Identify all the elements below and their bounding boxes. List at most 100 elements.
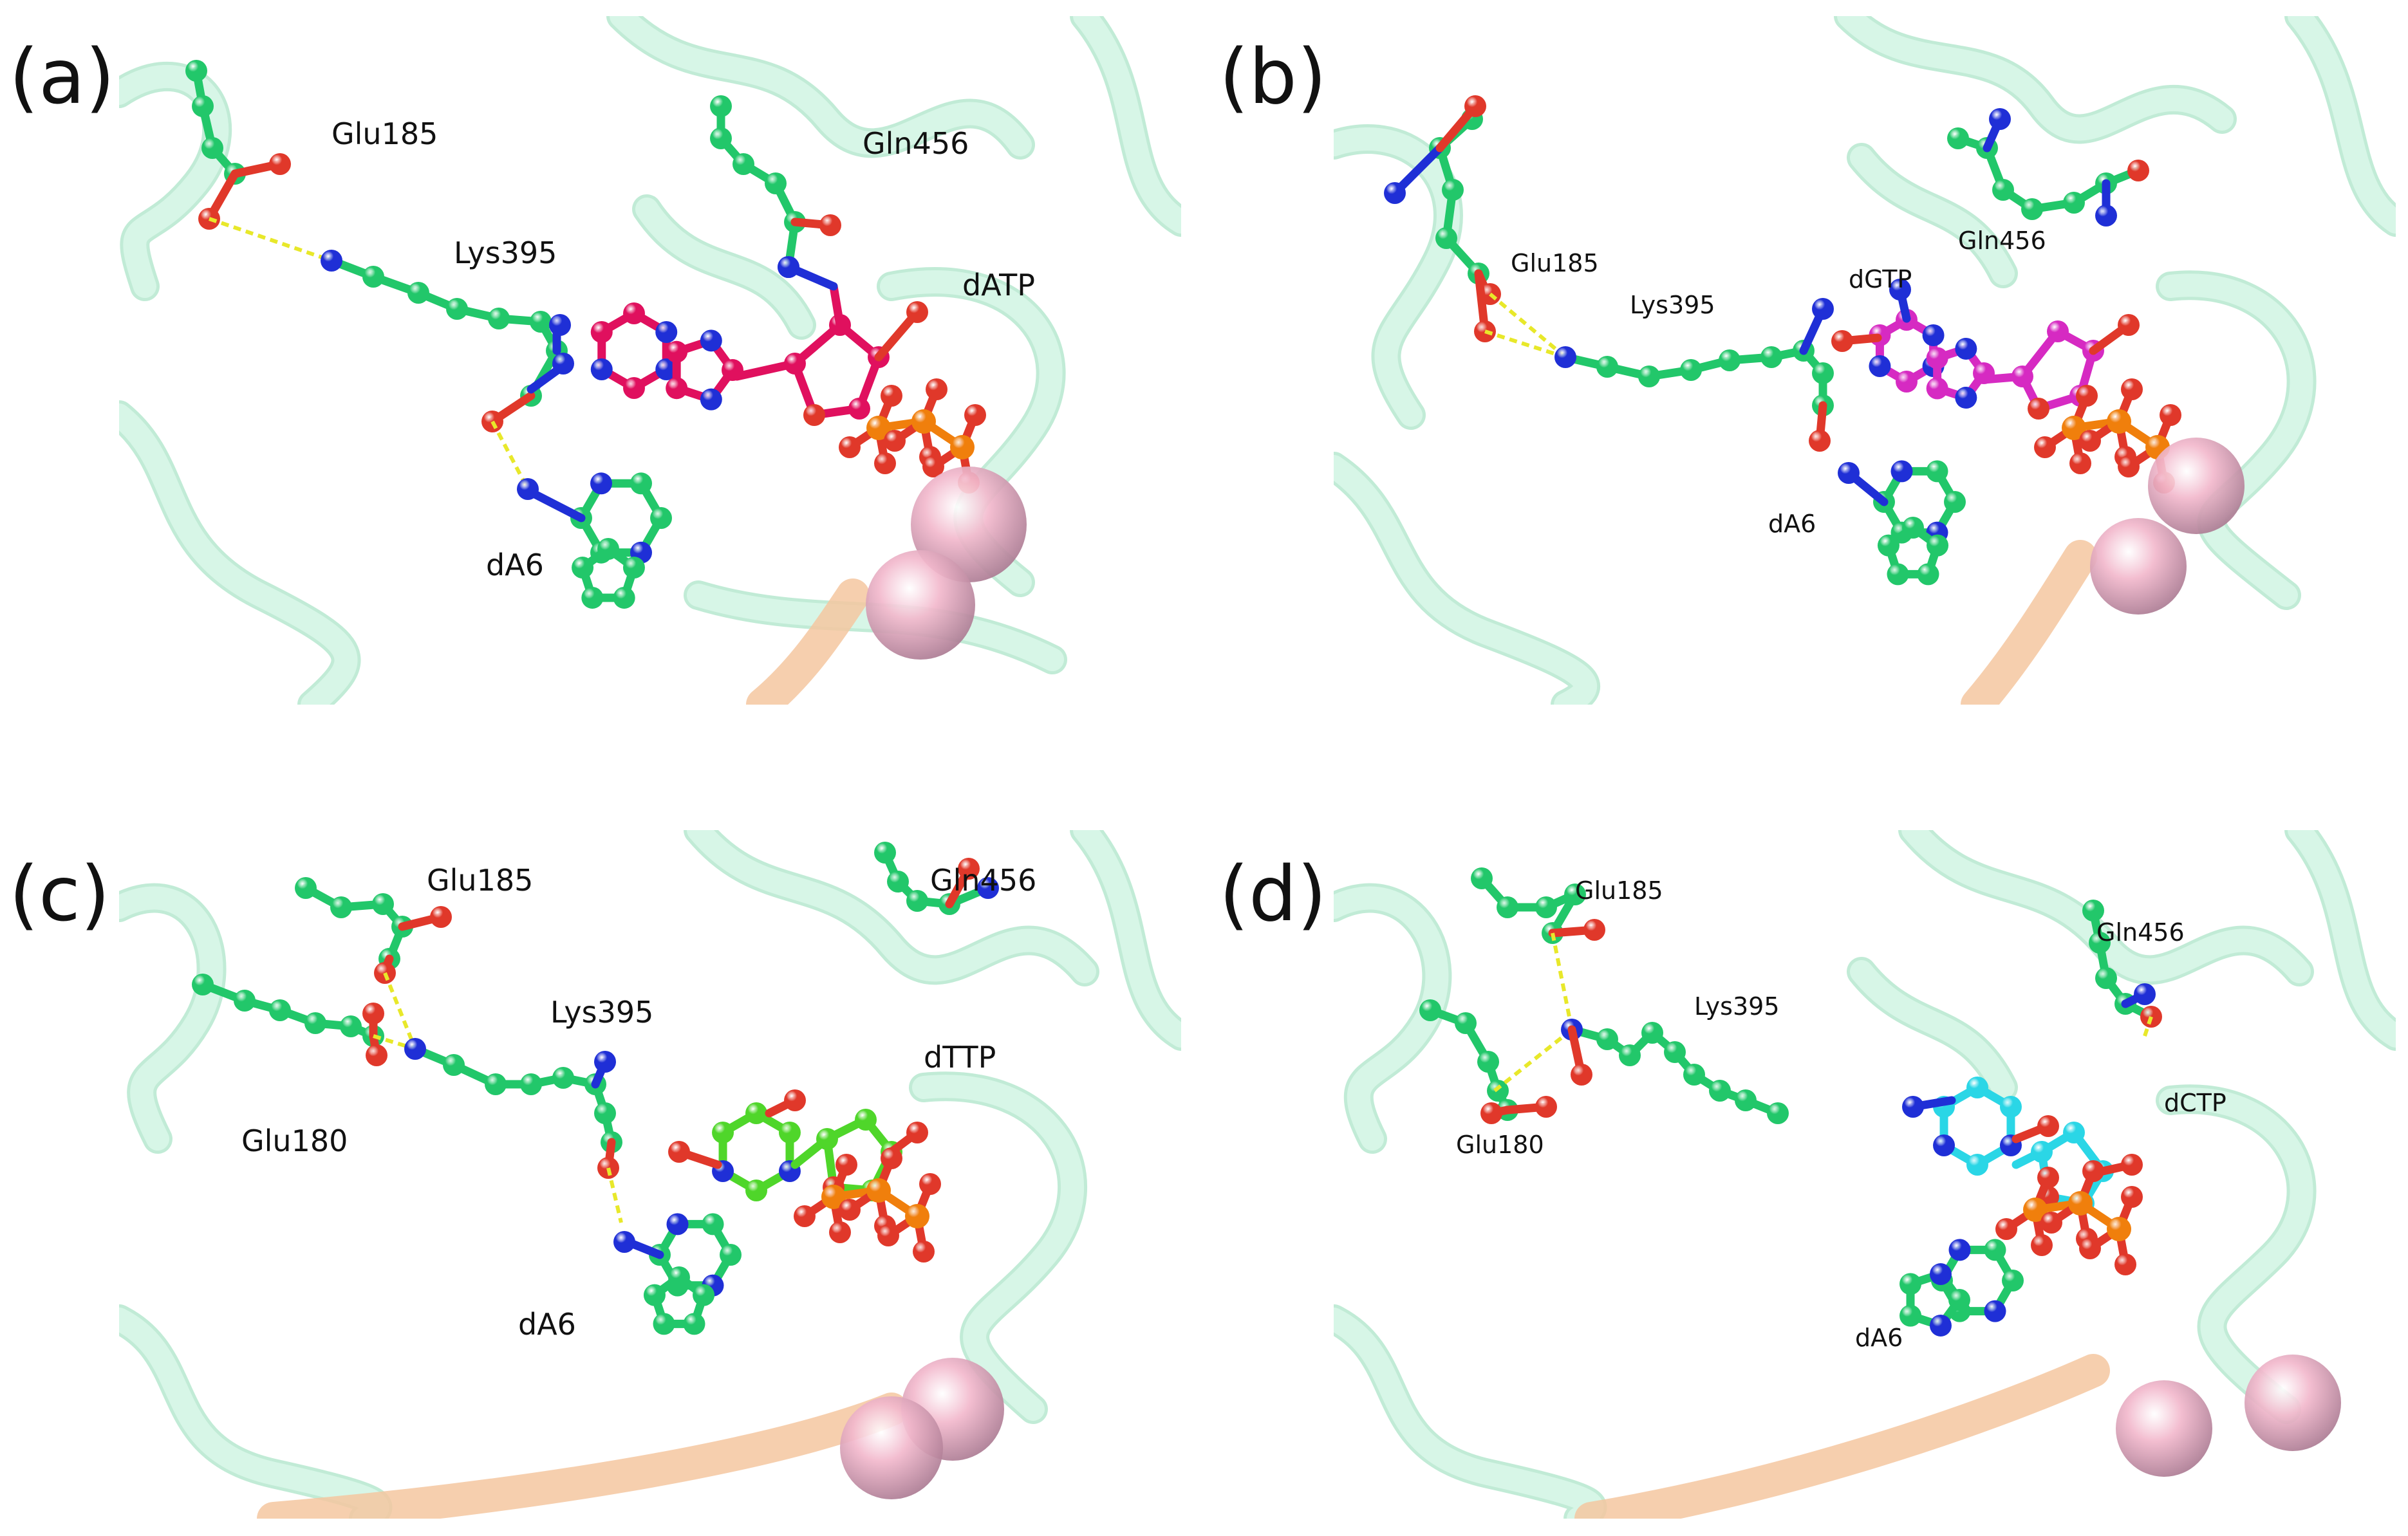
atom [1917,563,1939,586]
metal-ion-sphere [2090,518,2187,615]
panel-d-structure [1334,830,2396,1519]
atom [2134,983,2156,1005]
atom [1902,517,1924,539]
atom [839,1199,861,1221]
label-lys395: Lys395 [1694,992,1780,1021]
atom [906,1122,928,1143]
atom [2063,1122,2085,1143]
label-da6: dA6 [518,1307,576,1342]
atom [1899,1273,1922,1295]
atom [702,1213,724,1235]
atom [549,314,571,336]
atom [2023,1198,2048,1222]
atom [794,1205,816,1227]
atom [683,1313,705,1335]
dna-backbone [257,1393,908,1519]
atom [1812,298,1834,320]
atom [977,877,999,899]
atom [1902,1096,1924,1118]
atom [2069,452,2091,474]
hydrogen-bond [373,1034,416,1051]
atom [552,353,574,375]
atom [443,1054,465,1076]
atom [1966,1077,1988,1098]
atom [1619,1044,1641,1066]
atom [1889,279,1911,301]
atom [1948,1289,1970,1311]
atom [1926,377,1948,400]
atom [2076,385,2098,407]
atom [2121,378,2143,400]
atom [1899,1304,1922,1327]
atom [1966,1154,1988,1176]
atom [784,353,806,375]
atom [1554,346,1576,368]
atom [668,1141,690,1163]
atom [650,507,672,529]
atom [1477,1051,1499,1073]
atom [1497,896,1518,918]
atom [1877,534,1899,557]
label-glu185: Glu185 [1575,876,1663,905]
atom [2107,1217,2131,1241]
atom [1583,919,1605,941]
panel-b-letter: (b) [1219,32,1327,121]
hydrogen-bond [606,1167,623,1223]
atom [623,302,645,324]
atom [666,377,688,400]
atom [720,1244,742,1266]
label-nucleotide: dGTP [1849,265,1912,293]
atom [517,478,539,500]
atom [2031,1141,2053,1163]
atom [700,388,722,411]
atom [1989,108,2011,130]
atom [874,452,896,474]
atom [2068,1191,2093,1216]
atom [906,301,928,323]
atom [829,1221,851,1243]
hydrogen-bond [209,217,332,263]
atom [590,358,613,380]
label-gln456: Gln456 [2096,918,2185,947]
atom [185,60,207,82]
panel-c-atoms [192,842,999,1335]
metal-ion-sphere [2245,1355,2341,1451]
atom [622,557,645,579]
atom [1809,430,1831,452]
atom [1926,347,1948,369]
atom [1638,365,1660,387]
atom [1947,127,1969,149]
hydrogen-bond [2143,1016,2153,1037]
atom [340,1015,362,1037]
atom [1890,460,1913,483]
label-lys395: Lys395 [550,995,654,1030]
atom [2047,320,2069,342]
atom [2040,1212,2062,1234]
atom [1955,387,1977,409]
atom [710,95,732,117]
label-da6: dA6 [486,548,544,582]
atom [1767,1102,1789,1124]
atom [2121,1154,2143,1176]
atom [304,1012,326,1034]
atom [2082,1160,2104,1182]
atom [1812,362,1834,384]
atom [552,1067,574,1089]
panel-b-atoms [1384,95,2181,586]
metal-ion-sphere [866,550,975,660]
atom [1596,356,1618,378]
atom [201,137,223,159]
atom [700,329,722,352]
atom [1419,999,1441,1021]
dna-backbone [746,578,870,705]
atom [839,436,861,458]
atom [874,842,896,864]
panel-c-structure [119,830,1181,1519]
atom [613,586,635,609]
atom [1719,349,1741,371]
atom [803,404,825,426]
atom [733,153,754,175]
dna-backbone [1574,1354,2110,1519]
atom [1838,462,1860,484]
atom [2089,932,2111,954]
